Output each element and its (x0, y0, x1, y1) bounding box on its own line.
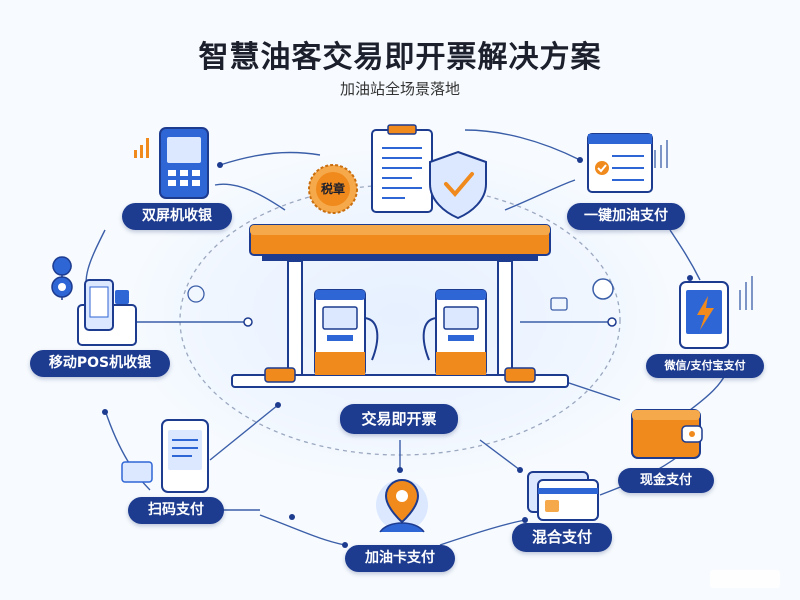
node-scan-pay: 扫码支付 (128, 497, 224, 524)
tax-seal-icon (308, 164, 358, 214)
node-label: 一键加油支付 (584, 208, 668, 224)
mobile-payment-phone-icon (592, 278, 729, 349)
wallet-icon (631, 409, 703, 459)
checklist-window-icon (587, 133, 653, 193)
shield-check-icon (429, 150, 487, 220)
tax-seal-label: 税章 (320, 182, 345, 196)
node-fuel-card-pay: 加油卡支付 (345, 545, 455, 572)
fuel-card-pin-icon (376, 478, 428, 533)
mobile-pos-icon (51, 256, 137, 346)
node-mobile-pos: 移动POS机收银 (30, 350, 170, 377)
invoice-document-icon (371, 124, 433, 213)
dual-screen-terminal-icon (134, 127, 209, 199)
node-label: 移动POS机收银 (48, 355, 152, 371)
node-instant-invoice: 交易即开票 (340, 404, 458, 434)
page-subtitle: 加油站全场景落地 (339, 80, 460, 98)
decorative-bars-icons (187, 140, 753, 311)
node-dual-screen-cashier: 双屏机收银 (122, 203, 232, 230)
connector-lines (85, 129, 726, 546)
page-title: 智慧油客交易即开票解决方案 (198, 40, 602, 75)
gas-station-illustration (231, 224, 569, 388)
mixed-payment-card-icon (527, 471, 599, 521)
node-label: 加油卡支付 (365, 550, 435, 566)
node-label: 现金支付 (639, 473, 692, 488)
fuel-pump-right-icon (422, 289, 487, 376)
node-cash-pay: 现金支付 (618, 468, 714, 493)
node-label: 微信/支付宝支付 (664, 359, 746, 372)
fuel-pump-left-icon (314, 289, 379, 376)
node-wechat-alipay: 微信/支付宝支付 (646, 354, 764, 378)
node-mixed-pay: 混合支付 (512, 523, 612, 552)
node-one-click-pay: 一键加油支付 (567, 203, 685, 230)
node-label: 双屏机收银 (142, 208, 212, 224)
connector-dots (102, 157, 693, 548)
node-label: 混合支付 (531, 528, 592, 546)
node-label: 扫码支付 (148, 502, 204, 518)
qr-scan-phone-icon (121, 419, 209, 493)
node-label: 交易即开票 (361, 410, 437, 428)
watermark-patch (710, 570, 780, 588)
